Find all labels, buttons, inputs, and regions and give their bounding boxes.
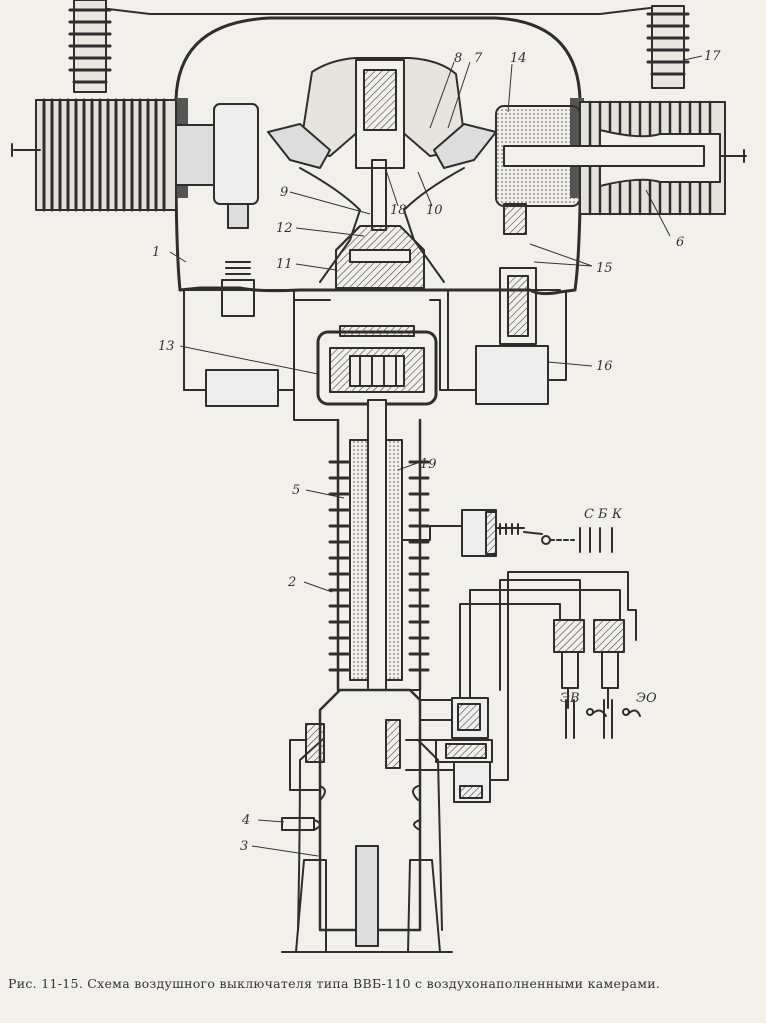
air-inlet — [281, 817, 315, 831]
right-lower-block — [475, 345, 549, 405]
label-1: 1 — [152, 245, 160, 260]
label-15: 15 — [596, 261, 613, 276]
left-support — [227, 203, 249, 229]
top-left-insulator — [68, 0, 112, 93]
left-contact-arm — [267, 123, 331, 169]
label-17: 17 — [704, 49, 721, 64]
left-spring-housing — [221, 279, 255, 317]
top-right-insulator — [646, 5, 690, 89]
label-2: 2 — [287, 575, 296, 590]
insulating-rod — [367, 399, 387, 691]
label-16: 16 — [596, 359, 613, 374]
interrupter-stem-hatch — [363, 69, 397, 131]
right-contact-rod — [503, 145, 705, 167]
label-8: 8 — [454, 51, 462, 66]
breaker-schematic: 1 2 3 4 5 6 7 8 9 10 11 12 13 14 15 16 1… — [11, 0, 747, 953]
label-12: 12 — [276, 221, 293, 236]
interrupter-funnel — [299, 167, 465, 283]
left-lower-block — [205, 369, 279, 407]
right-spring-housing — [499, 267, 537, 345]
base-left-valve — [305, 723, 325, 763]
label-9: 9 — [280, 185, 288, 200]
reservoir-post — [355, 845, 379, 947]
label-18: 18 — [390, 203, 407, 218]
label-5: 5 — [292, 483, 300, 498]
label-11: 11 — [276, 257, 293, 272]
label-6: 6 — [676, 235, 684, 250]
label-k: К — [611, 507, 623, 522]
label-b: Б — [597, 507, 608, 522]
left-capacitor-block — [213, 103, 259, 205]
left-side-insulator — [11, 98, 177, 212]
label-3: 3 — [240, 839, 248, 854]
right-contact-arm — [433, 123, 497, 169]
open-electromagnet — [593, 619, 641, 739]
relay-contacts — [579, 527, 613, 553]
label-c: С — [584, 507, 594, 522]
label-13: 13 — [158, 339, 175, 354]
figure-caption: Рис. 11-15. Схема воздушного выключателя… — [8, 976, 661, 991]
label-eo: ЭО — [636, 691, 657, 706]
label-10: 10 — [426, 203, 443, 218]
label-ev: ЭВ — [560, 691, 580, 706]
label-14: 14 — [510, 51, 527, 66]
base-right-valve — [385, 719, 401, 769]
right-nozzle — [503, 203, 527, 235]
label-4: 4 — [241, 813, 250, 828]
label-19: 19 — [420, 457, 437, 472]
top-busbar — [99, 7, 651, 15]
label-7: 7 — [474, 51, 483, 66]
central-rod — [371, 159, 387, 231]
left-bellows — [175, 124, 217, 186]
